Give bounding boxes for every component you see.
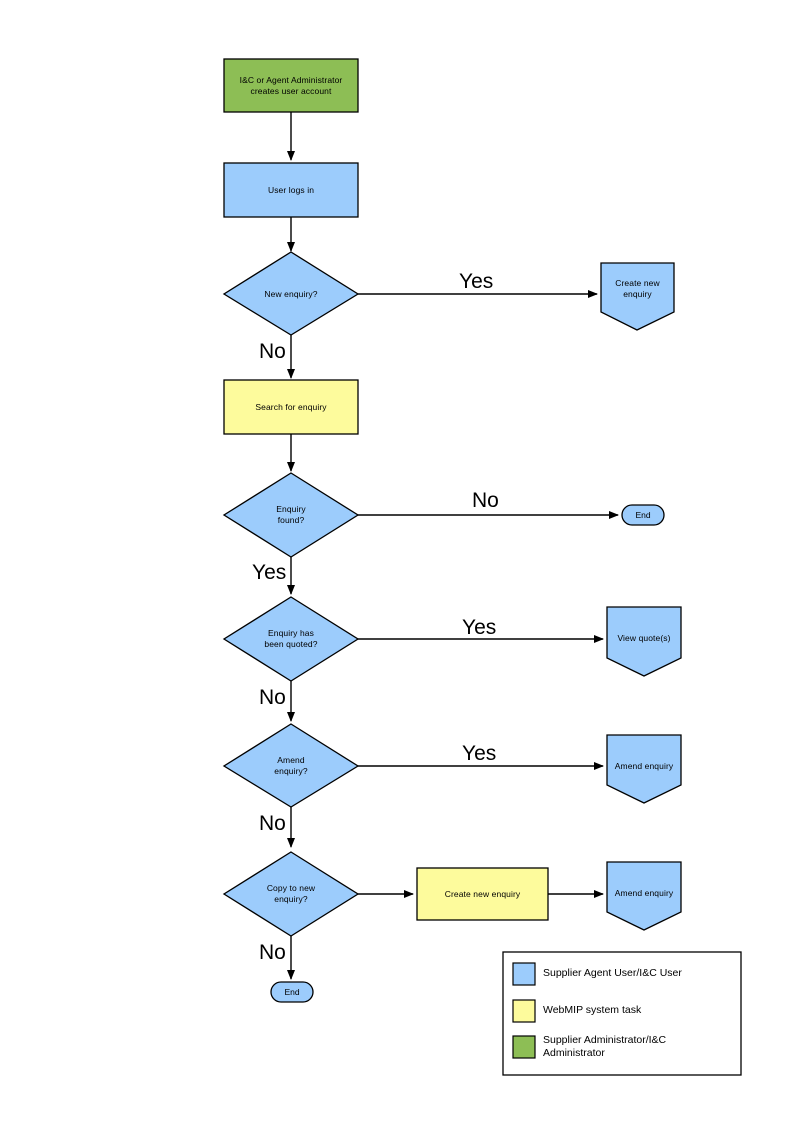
node-label-end-1: End [635,510,651,520]
node-search-for-enquiry[interactable] [223,379,359,435]
node-amend-enquiry-1[interactable] [606,734,682,804]
node-amend-enquiry-2[interactable] [606,861,682,931]
node-end-1[interactable] [621,504,665,526]
node-label-end-2: End [284,987,300,997]
node-layer [222,58,682,1003]
legend-box [502,951,742,1076]
legend-swatch-admin-green [512,1035,536,1059]
edge-label-new-enquiry-yes: Yes [459,270,494,293]
edge-label-enquiry-found-yes: Yes [252,561,287,584]
node-amend-enquiry-question[interactable] [222,723,360,808]
connector-layer [287,112,619,980]
legend-swatch-actor-blue [512,962,536,986]
edge-label-copy-to-new-no: No [259,941,286,964]
node-create-new-enquiry-2[interactable] [416,867,549,921]
edge-label-new-enquiry-no: No [259,340,286,363]
edge-label-enquiry-quoted-no: No [259,686,286,709]
legend-swatch-system-yellow [512,999,536,1023]
edge-label-enquiry-found-no: No [472,489,499,512]
node-admin-creates-account[interactable] [223,58,359,113]
node-view-quotes[interactable] [606,606,682,677]
edge-label-enquiry-quoted-yes: Yes [462,616,497,639]
node-enquiry-found[interactable] [222,472,360,558]
legend-item-label-system: WebMIP system task [543,1004,642,1016]
node-new-enquiry[interactable] [222,251,360,336]
node-create-new-enquiry-1[interactable] [600,262,675,331]
edge-label-amend-enquiry-no: No [259,812,286,835]
edge-label-amend-enquiry-yes: Yes [462,742,497,765]
node-enquiry-quoted[interactable] [222,596,360,682]
node-user-logs-in[interactable] [223,162,359,218]
node-end-2[interactable] [270,981,314,1003]
legend-item-label-admin: Supplier Administrator/I&C Administrator [543,1034,667,1059]
legend-item-label-actor: Supplier Agent User/I&C User [543,967,682,979]
node-copy-to-new-enquiry[interactable] [222,851,360,937]
